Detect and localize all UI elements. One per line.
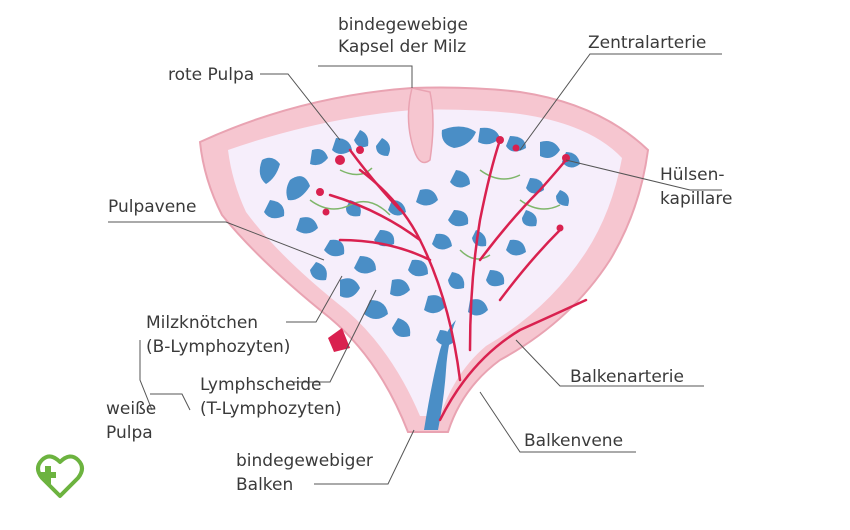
label-trabecula-1: bindegewebiger xyxy=(236,451,373,471)
label-trabecula-2: Balken xyxy=(236,475,293,495)
label-trab-vein: Balkenvene xyxy=(524,431,623,451)
spleen-tissue xyxy=(198,86,650,433)
arteries xyxy=(328,138,588,422)
label-sheath-capillary-2: kapillare xyxy=(660,189,732,209)
label-trab-artery: Balkenarterie xyxy=(570,367,684,387)
labels: bindegewebige Kapsel der Milz rote Pulpa… xyxy=(106,15,732,495)
label-nodules-1: Milzknötchen xyxy=(146,313,258,333)
trabecula xyxy=(407,87,434,164)
trabecular-vein xyxy=(424,320,456,430)
label-central-artery: Zentralarterie xyxy=(588,33,706,53)
label-pulp-vein: Pulpavene xyxy=(108,197,196,217)
heart-cross-icon xyxy=(36,454,84,498)
pulp-area xyxy=(228,109,622,416)
label-nodules-2: (B-Lymphozyten) xyxy=(146,337,290,357)
red-nodule xyxy=(328,328,350,352)
leader-lines xyxy=(108,53,722,485)
label-red-pulp: rote Pulpa xyxy=(168,65,254,85)
label-sheath-1: Lymphscheide xyxy=(200,375,322,395)
label-sheath-capillary-1: Hülsen- xyxy=(660,165,725,185)
label-white-pulp-2: Pulpa xyxy=(106,423,153,443)
label-sheath-2: (T-Lymphozyten) xyxy=(200,399,342,419)
label-capsule-2: Kapsel der Milz xyxy=(338,37,466,57)
venous-sinuses xyxy=(259,126,580,346)
label-white-pulp-1: weiße xyxy=(106,399,156,419)
label-capsule-1: bindegewebige xyxy=(338,15,468,35)
artery-ends xyxy=(316,136,570,232)
trabecular-artery xyxy=(438,298,588,422)
